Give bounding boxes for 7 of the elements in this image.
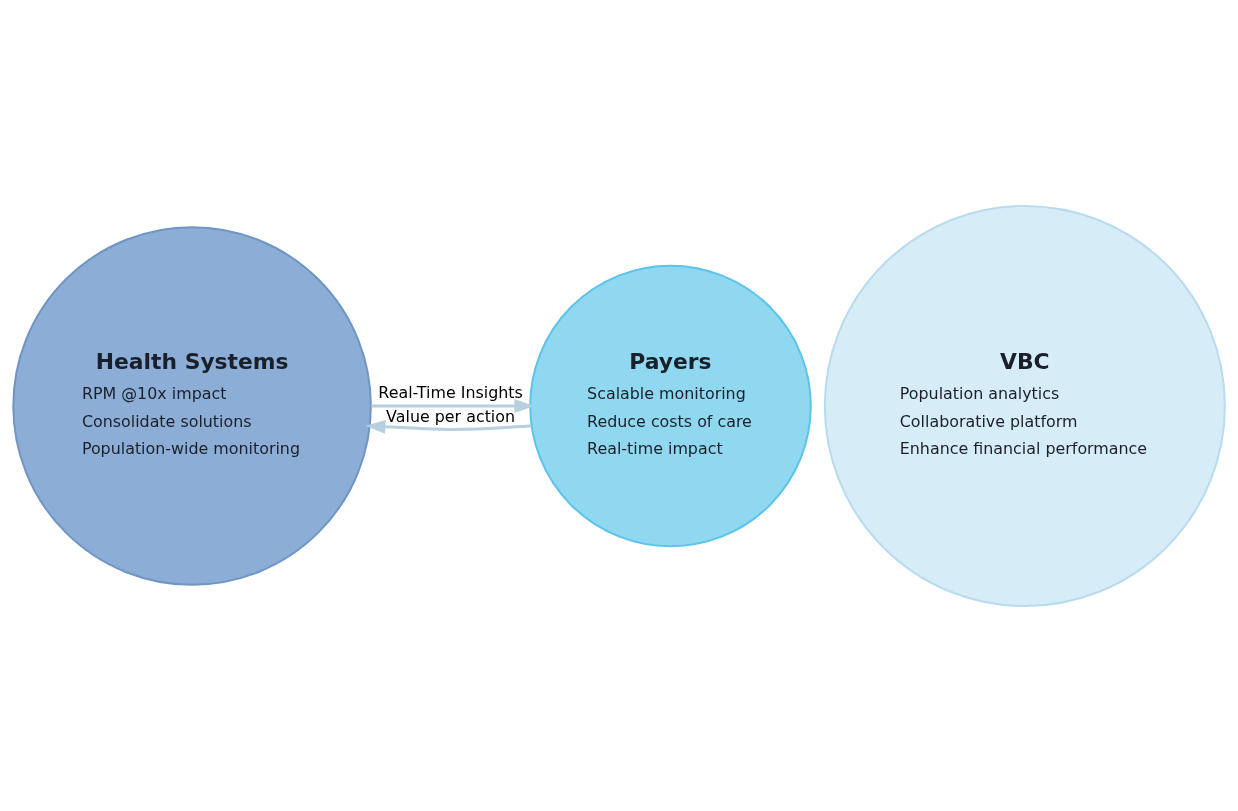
arrow [371, 398, 535, 413]
node-circle: Health Systems RPM @10x impact Consolidate solutions Population-wide monitoring [12, 225, 372, 586]
edge-label: Value per action [386, 406, 516, 426]
node-circle: Payers Scalable monitoring Reduce costs of care Real-time impact [529, 264, 812, 547]
arrow [365, 419, 532, 434]
edge-label: Real-Time Insights [378, 382, 523, 402]
node-circle: VBC Population analytics Collaborative platform Enhance financial performance [823, 204, 1226, 607]
